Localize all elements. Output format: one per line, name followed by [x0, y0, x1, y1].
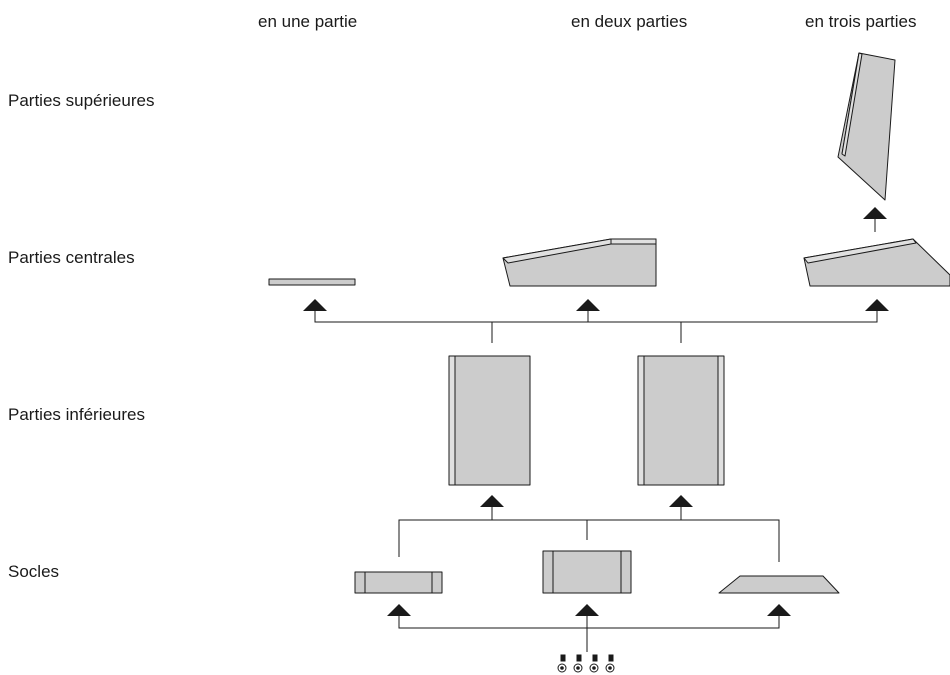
row-label-lower-parts: Parties inférieures: [8, 405, 146, 424]
arrow-to-middle-two: [576, 299, 600, 311]
top-part-panel: [837, 52, 896, 201]
base-trapezoid: [718, 575, 840, 594]
castor-wheel-icon: [605, 654, 615, 673]
base-tall-block: [542, 550, 632, 594]
arrow-to-base-tall: [575, 604, 599, 616]
arrow-to-top-part: [863, 207, 887, 219]
castor-wheel-icon: [573, 654, 583, 673]
arrowheads: [303, 207, 889, 616]
lower-part-cabinet-right: [637, 355, 725, 486]
arrow-to-base-low: [387, 604, 411, 616]
middle-part-two-piece-panel: [502, 238, 657, 287]
connector-lines: [314, 218, 878, 652]
castor-wheel-icon: [589, 654, 599, 673]
column-header-one-part: en une partie: [258, 12, 358, 31]
arrow-to-middle-three: [865, 299, 889, 311]
arrow-to-middle-flat: [303, 299, 327, 311]
column-header-two-parts: en deux parties: [571, 12, 688, 31]
middle-part-three-piece-panel: [803, 238, 950, 287]
row-label-bases: Socles: [8, 562, 60, 581]
base-low-block: [354, 571, 443, 594]
arrow-to-base-trapezoid: [767, 604, 791, 616]
lower-part-cabinet-left: [448, 355, 531, 486]
row-label-top-parts: Parties supérieures: [8, 91, 155, 110]
castor-wheels-icon: [557, 654, 615, 673]
column-header-three-parts: en trois parties: [805, 12, 917, 31]
arrow-to-lower-left: [480, 495, 504, 507]
row-label-middle-parts: Parties centrales: [8, 248, 135, 267]
middle-part-flat-panel: [268, 278, 356, 286]
castor-wheel-icon: [557, 654, 567, 673]
arrow-to-lower-right: [669, 495, 693, 507]
